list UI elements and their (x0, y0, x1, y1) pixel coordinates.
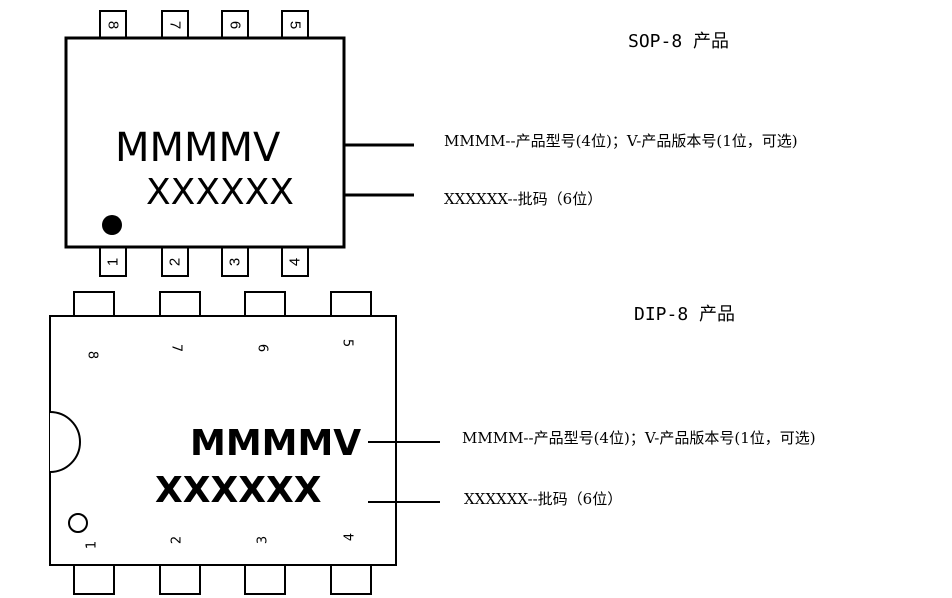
dip-notch (49, 411, 81, 473)
sop-body (64, 36, 346, 249)
dip-pin-label-8: 8 (85, 351, 100, 359)
dip-title: DIP-8 产品 (634, 304, 735, 325)
dip-pin-label-7: 7 (169, 344, 184, 352)
sop-pin-label-3: 3 (227, 258, 244, 266)
dip-pin1-circle (68, 513, 88, 533)
sop-marking-line2: XXXXXX (146, 172, 294, 213)
dip-note-model: MMMM--产品型号(4位)；V-产品版本号(1位，可选) (462, 429, 816, 447)
sop-title: SOP-8 产品 (628, 31, 729, 52)
sop-note-model: MMMM--产品型号(4位)；V-产品版本号(1位，可选) (444, 132, 798, 150)
dip8-package: 8 7 6 5 1 2 3 4 MMMMV XXXXXX (49, 291, 440, 595)
sop-marking-line1: MMMMV (115, 125, 281, 171)
sop-pin-label-7: 7 (167, 21, 184, 29)
dip-pin-label-3: 3 (256, 536, 271, 544)
dip-pin-label-4: 4 (343, 533, 358, 541)
dip-pin-2 (159, 563, 201, 595)
sop-pin1-dot (102, 215, 122, 235)
sop-pin-label-8: 8 (105, 21, 122, 29)
dip-pin-1 (73, 563, 115, 595)
sop-pin-label-6: 6 (227, 21, 244, 29)
dip-pin-4 (330, 563, 372, 595)
dip-pin-label-2: 2 (170, 536, 185, 544)
dip-pin-label-6: 6 (255, 344, 270, 352)
dip-note-batch: XXXXXX--批码（6位） (464, 490, 622, 508)
dip-marking-line2: XXXXXX (155, 470, 322, 511)
sop-pin-label-2: 2 (167, 258, 184, 266)
sop-pin-4 (281, 245, 309, 277)
dip-marking-line1: MMMMV (190, 423, 361, 464)
sop8-package: 8 7 6 5 1 2 3 4 MMMMV XXXXXX (64, 10, 414, 277)
dip-body (49, 315, 397, 566)
sop-note-batch: XXXXXX--批码（6位） (444, 190, 602, 208)
sop-pin-label-5: 5 (287, 21, 304, 29)
sop-pin-2 (161, 245, 189, 277)
sop-pin-5 (281, 10, 309, 40)
dip-pin-3 (244, 563, 286, 595)
sop-pin-label-4: 4 (287, 258, 304, 266)
dip-pin-label-5: 5 (340, 339, 355, 347)
sop-pin-3 (221, 245, 249, 277)
sop-pin-label-1: 1 (105, 258, 122, 266)
dip-pin-label-1: 1 (85, 541, 100, 549)
